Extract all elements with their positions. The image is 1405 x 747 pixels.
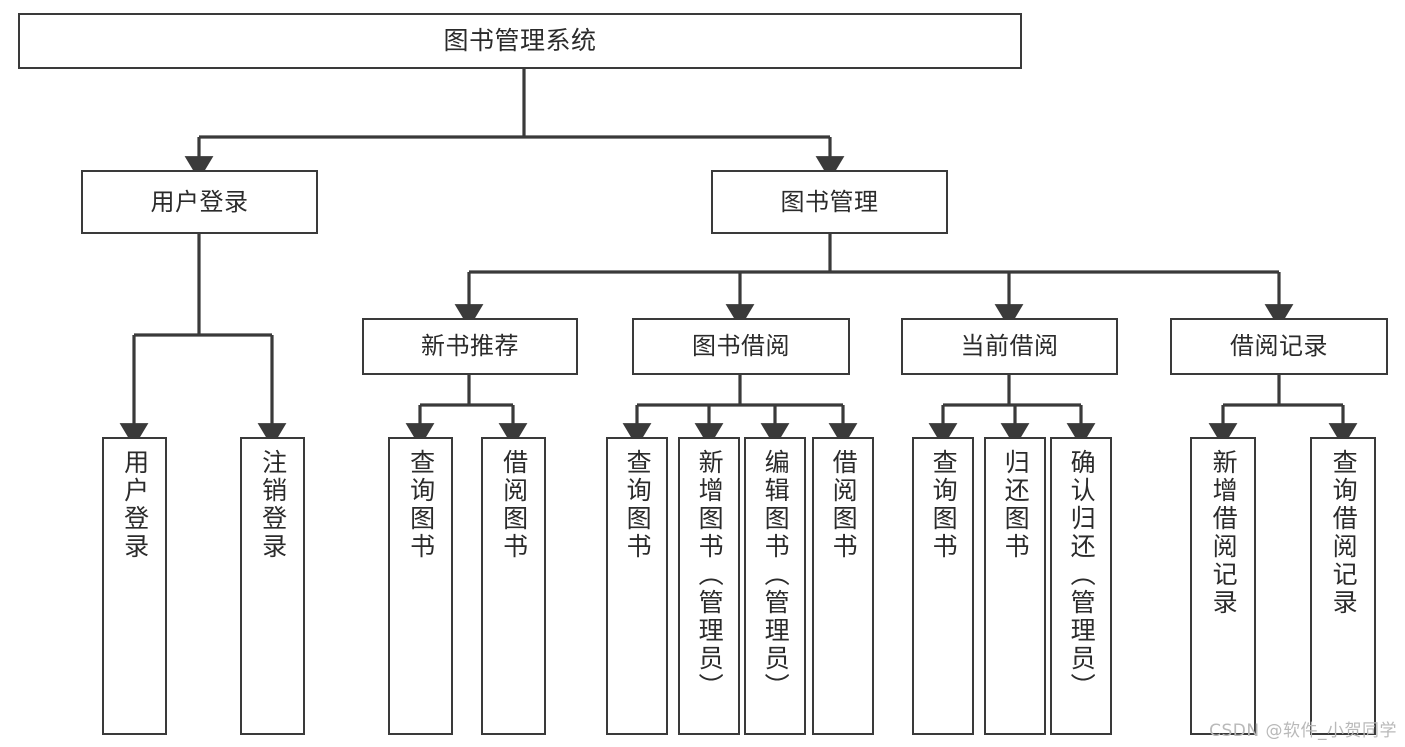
node-leaf-query-book-2-label: 查询图书 [623,449,653,561]
node-book-manage[interactable]: 图书管理 [711,170,948,234]
node-leaf-query-book-2[interactable]: 查询图书 [606,437,668,735]
node-leaf-add-record-label: 新增借阅记录 [1209,449,1239,617]
node-new-book-rec[interactable]: 新书推荐 [362,318,578,375]
node-leaf-query-book-3-label: 查询图书 [929,449,959,561]
node-leaf-confirm-return[interactable]: 确认归还（管理员） [1050,437,1112,735]
node-leaf-edit-book[interactable]: 编辑图书（管理员） [744,437,806,735]
node-leaf-user-login[interactable]: 用户登录 [102,437,167,735]
node-leaf-return-book[interactable]: 归还图书 [984,437,1046,735]
node-leaf-query-record-label: 查询借阅记录 [1329,449,1359,617]
node-leaf-add-book[interactable]: 新增图书（管理员） [678,437,740,735]
node-current-borrow[interactable]: 当前借阅 [901,318,1118,375]
node-leaf-edit-book-label: 编辑图书（管理员） [761,449,791,701]
node-user-login[interactable]: 用户登录 [81,170,318,234]
node-leaf-query-book-3[interactable]: 查询图书 [912,437,974,735]
node-leaf-add-book-label: 新增图书（管理员） [695,449,725,701]
node-leaf-borrow-book-2-label: 借阅图书 [829,449,859,561]
node-book-borrow[interactable]: 图书借阅 [632,318,850,375]
node-leaf-borrow-book-1-label: 借阅图书 [499,449,529,561]
node-book-borrow-label: 图书借阅 [692,332,790,361]
node-root[interactable]: 图书管理系统 [18,13,1022,69]
node-current-borrow-label: 当前借阅 [960,332,1059,361]
node-leaf-query-record[interactable]: 查询借阅记录 [1310,437,1376,735]
node-leaf-query-book-1[interactable]: 查询图书 [388,437,453,735]
node-leaf-return-book-label: 归还图书 [1001,449,1031,561]
node-root-label: 图书管理系统 [443,26,597,55]
node-leaf-borrow-book-1[interactable]: 借阅图书 [481,437,546,735]
node-book-manage-label: 图书管理 [780,187,879,216]
node-user-login-label: 用户登录 [150,187,249,216]
node-leaf-user-logout-label: 注销登录 [258,449,288,561]
node-new-book-rec-label: 新书推荐 [421,332,519,361]
node-borrow-record[interactable]: 借阅记录 [1170,318,1388,375]
node-leaf-user-logout[interactable]: 注销登录 [240,437,305,735]
node-borrow-record-label: 借阅记录 [1230,332,1328,361]
node-leaf-confirm-return-label: 确认归还（管理员） [1067,449,1097,701]
csdn-watermark: CSDN @软件_小贺同学 [1209,721,1397,741]
node-leaf-borrow-book-2[interactable]: 借阅图书 [812,437,874,735]
node-leaf-query-book-1-label: 查询图书 [406,449,436,561]
node-leaf-user-login-label: 用户登录 [120,449,150,561]
node-leaf-add-record[interactable]: 新增借阅记录 [1190,437,1256,735]
